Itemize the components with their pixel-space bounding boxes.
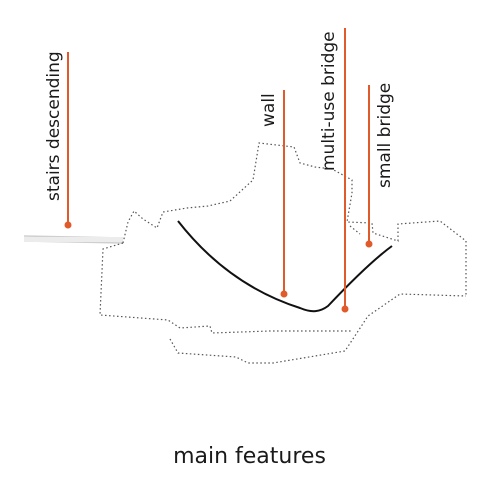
label-stairs-descending: stairs descending [44,51,64,201]
small-bridge-line [349,225,361,235]
marker-multi-use-bridge [341,28,349,313]
diagram-caption: main features [173,444,326,469]
marker-wall-dot [280,290,288,298]
site-boundary-upper [99,242,352,334]
marker-wall [280,90,288,298]
stairs-fill [24,237,123,242]
wall-curve [177,220,393,313]
site-boundary-lower [169,293,467,364]
marker-multi-use-bridge-dot [341,305,349,313]
label-wall: wall [259,93,279,127]
marker-small-bridge [365,85,373,248]
marker-stairs-dot [64,221,72,229]
marker-small-bridge-dot [365,240,373,248]
marker-stairs [64,52,72,229]
site-boundary-top [122,142,467,296]
label-multi-use-bridge: multi-use bridge [319,31,339,171]
stairs-feature [23,235,124,244]
label-small-bridge: small bridge [375,83,395,188]
